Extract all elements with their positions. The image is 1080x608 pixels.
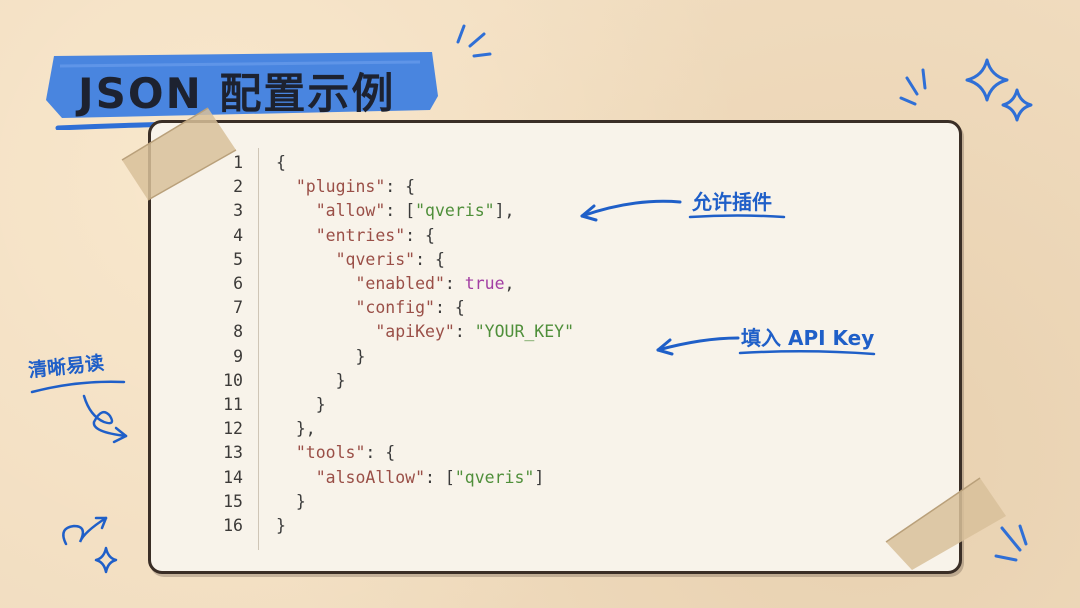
code-line: "tools": { (276, 441, 395, 465)
code-line: } (276, 490, 306, 514)
annotation-underline (738, 349, 876, 356)
code-line: "enabled": true, (276, 272, 514, 296)
line-number: 14 (223, 467, 243, 487)
json-key: "alsoAllow" (315, 467, 426, 487)
line-number: 8 (233, 322, 243, 342)
code-card (148, 120, 962, 574)
json-punctuation (276, 468, 316, 487)
json-punctuation: : { (405, 225, 435, 245)
json-key: "tools" (295, 443, 366, 463)
json-string: "YOUR_KEY" (474, 322, 575, 342)
json-boolean: true (464, 274, 505, 293)
json-key: "qveris" (335, 249, 416, 269)
code-line: "alsoAllow": ["qveris"] (276, 466, 545, 490)
dash-marks-icon (994, 524, 1028, 562)
json-string: "qveris" (454, 467, 535, 487)
json-punctuation: : { (385, 177, 416, 197)
json-punctuation (276, 322, 375, 341)
line-number: 16 (223, 516, 243, 535)
tape-strip-bottom-right (885, 477, 1006, 570)
json-punctuation (276, 201, 316, 220)
line-number: 3 (233, 201, 243, 221)
line-number: 2 (233, 177, 243, 197)
json-punctuation: : { (434, 298, 465, 318)
json-string: "qveris" (415, 201, 495, 221)
arrow-icon (656, 336, 740, 356)
json-punctuation: : { (365, 443, 396, 463)
json-punctuation (276, 226, 316, 245)
code-line: "apiKey": "YOUR_KEY" (276, 320, 574, 344)
json-punctuation: : [ (385, 201, 416, 221)
curl-arrow-icon (62, 516, 118, 574)
line-number: 13 (223, 443, 243, 463)
json-punctuation: ] (534, 467, 545, 487)
dash-marks-icon (456, 24, 492, 58)
tape-strip-top-left (121, 107, 237, 201)
code-line: "plugins": { (276, 175, 415, 199)
json-punctuation: ], (494, 201, 515, 221)
line-number: 15 (223, 491, 243, 511)
json-punctuation: : (444, 274, 465, 293)
code-line: } (276, 369, 346, 393)
json-key: "plugins" (295, 177, 386, 197)
json-key: "apiKey" (375, 322, 455, 342)
line-number: 11 (223, 395, 243, 414)
sparkle-icon (899, 58, 1033, 122)
json-punctuation: : { (415, 249, 445, 269)
json-punctuation: }, (276, 419, 316, 439)
code-line: } (276, 514, 286, 538)
gutter-divider (258, 148, 259, 550)
loop-arrow-icon (30, 380, 128, 444)
json-punctuation (276, 250, 336, 269)
line-number: 9 (233, 346, 243, 366)
code-line: { (276, 151, 286, 175)
annotation-allow-plugins: 允许插件 (692, 190, 772, 214)
annotation-underline (688, 214, 786, 219)
line-number: 10 (223, 370, 243, 390)
code-line: } (276, 393, 326, 417)
json-punctuation: } (276, 346, 366, 366)
line-number: 5 (233, 249, 243, 269)
code-line: "config": { (276, 296, 465, 320)
title-banner: JSON 配置示例 (40, 38, 445, 130)
json-key: "entries" (315, 225, 406, 245)
json-punctuation: } (276, 516, 286, 535)
annotation-fill-api-key: 填入 API Key (741, 326, 875, 350)
code-line: } (276, 345, 365, 369)
json-punctuation (276, 177, 296, 196)
page-title: JSON 配置示例 (78, 69, 396, 118)
json-key: "enabled" (355, 274, 445, 293)
line-number: 4 (233, 225, 243, 245)
json-punctuation: : (454, 322, 475, 342)
code-line: "qveris": { (276, 248, 445, 272)
json-punctuation (276, 274, 355, 293)
arrow-icon (580, 199, 682, 222)
line-number: 1 (233, 153, 243, 172)
json-punctuation: , (504, 274, 515, 293)
code-line: }, (276, 417, 316, 441)
line-number: 7 (233, 298, 243, 318)
json-punctuation (276, 298, 355, 317)
json-key: "config" (355, 298, 435, 318)
json-punctuation: : [ (425, 467, 455, 487)
json-key: "allow" (315, 201, 386, 221)
json-punctuation: } (276, 395, 326, 414)
line-number: 6 (233, 274, 243, 293)
json-punctuation: { (276, 153, 286, 172)
code-line: "entries": { (276, 224, 435, 248)
json-punctuation: } (276, 491, 306, 511)
json-punctuation (276, 443, 296, 462)
line-number: 12 (223, 419, 243, 439)
json-punctuation: } (276, 370, 346, 390)
code-line: "allow": ["qveris"], (276, 199, 515, 223)
